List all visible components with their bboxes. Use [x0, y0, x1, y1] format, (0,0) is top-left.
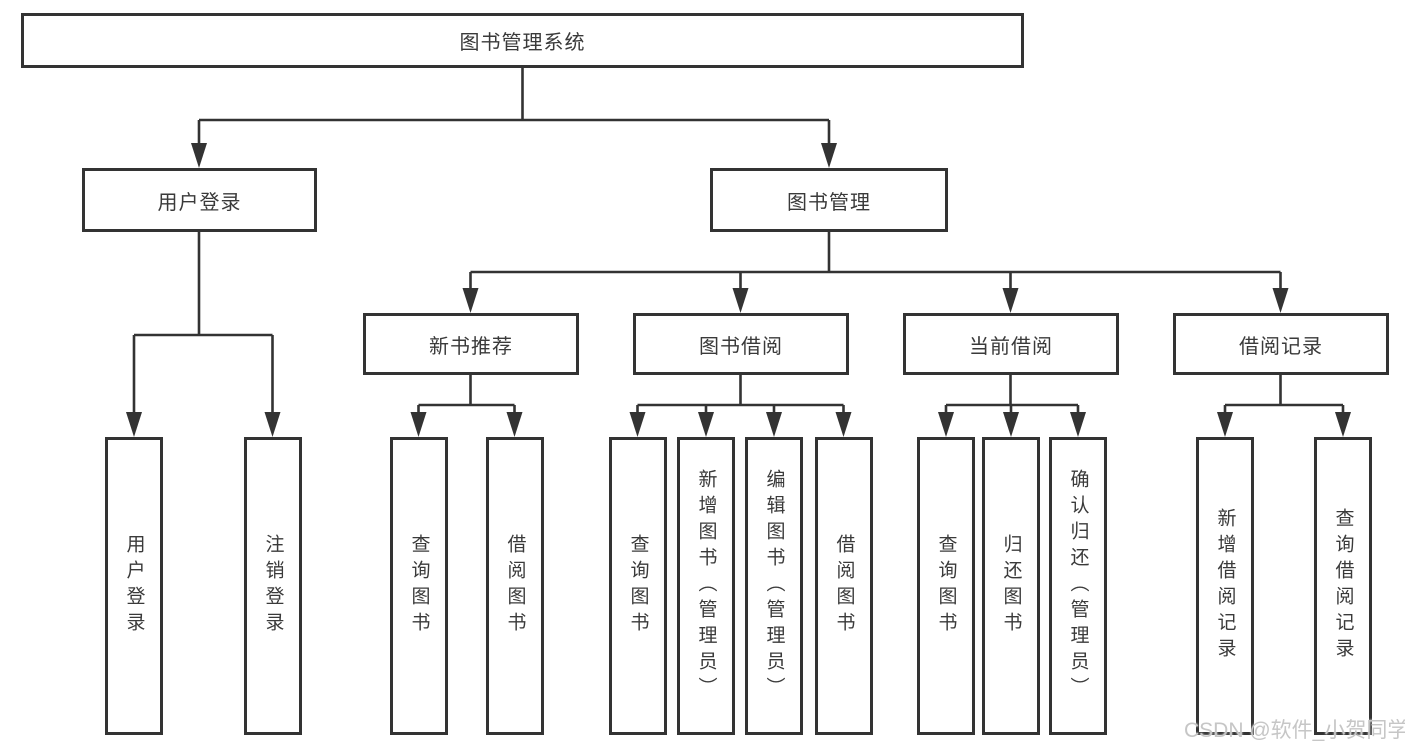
node-library-management-system: 图书管理系统 [21, 13, 1024, 68]
node-label: 查询图书 [935, 534, 957, 638]
arrowhead [766, 412, 782, 437]
node-current-borrowing: 当前借阅 [903, 313, 1119, 375]
arrowhead [698, 412, 714, 437]
arrowhead [1335, 412, 1351, 437]
connector-user-login-branch [132, 232, 274, 413]
arrowhead [1003, 412, 1019, 437]
leaf-borrowing-edit-books-admin: 编辑图书（管理员） [745, 437, 803, 735]
node-label: 编辑图书（管理员） [763, 469, 785, 703]
node-label: 新增借阅记录 [1214, 508, 1236, 664]
node-label: 注销登录 [262, 534, 284, 638]
leaf-borrowing-borrow-books: 借阅图书 [815, 437, 873, 735]
node-label: 借阅图书 [833, 534, 855, 638]
node-label: 用户登录 [157, 191, 242, 214]
leaf-newbook-query-books: 查询图书 [390, 437, 448, 735]
arrowhead [835, 412, 852, 437]
leaf-current-return-books: 归还图书 [982, 437, 1040, 735]
node-label: 图书管理 [787, 191, 871, 214]
leaf-logout-login: 注销登录 [244, 437, 302, 735]
leaf-user-login: 用户登录 [105, 437, 163, 735]
arrowhead [1217, 412, 1233, 437]
arrowhead [629, 412, 646, 437]
node-label: 查询图书 [627, 534, 649, 638]
connector-current-borrowing-branch [944, 375, 1080, 413]
connector-book-management-branch [469, 232, 1282, 289]
arrowhead [1002, 288, 1019, 313]
arrowhead [410, 412, 427, 437]
node-user-login: 用户登录 [82, 168, 317, 232]
arrowhead [732, 288, 749, 313]
leaf-borrowing-add-books-admin: 新增图书（管理员） [677, 437, 735, 735]
node-label: 当前借阅 [969, 335, 1053, 358]
leaf-records-query-borrow-record: 查询借阅记录 [1314, 437, 1372, 735]
node-borrowing-records: 借阅记录 [1173, 313, 1389, 375]
connector-root-branch [197, 68, 831, 144]
node-label: 查询借阅记录 [1332, 508, 1354, 664]
node-label: 借阅图书 [504, 534, 526, 638]
arrowhead [821, 143, 837, 168]
arrowhead [462, 288, 479, 313]
connector-new-book-branch [417, 375, 516, 413]
leaf-current-confirm-return-admin: 确认归还（管理员） [1049, 437, 1107, 735]
leaf-borrowing-query-books: 查询图书 [609, 437, 667, 735]
node-label: 确认归还（管理员） [1067, 469, 1089, 703]
node-book-management: 图书管理 [710, 168, 948, 232]
leaf-newbook-borrow-books: 借阅图书 [486, 437, 544, 735]
arrowhead [126, 412, 142, 437]
connector-borrowing-records-branch [1223, 375, 1345, 413]
node-new-book-recommendation: 新书推荐 [363, 313, 579, 375]
leaf-current-query-books: 查询图书 [917, 437, 975, 735]
node-book-borrowing: 图书借阅 [633, 313, 849, 375]
connector-book-borrowing-branch [636, 375, 845, 413]
arrowhead [264, 412, 281, 437]
leaf-records-add-borrow-record: 新增借阅记录 [1196, 437, 1254, 735]
node-label: 图书管理系统 [459, 32, 586, 54]
node-label: 新书推荐 [429, 335, 513, 358]
node-label: 归还图书 [1000, 534, 1022, 638]
arrowhead [191, 143, 207, 168]
node-label: 图书借阅 [699, 335, 783, 358]
node-label: 新增图书（管理员） [695, 469, 717, 703]
node-label: 借阅记录 [1239, 335, 1323, 358]
node-label: 查询图书 [408, 534, 430, 638]
arrowhead [938, 412, 954, 437]
arrowhead [1272, 288, 1289, 313]
arrowhead [506, 412, 523, 437]
node-label: 用户登录 [123, 534, 145, 638]
arrowhead [1070, 412, 1086, 437]
csdn-watermark: CSDN @软件_小贺同学 [1184, 719, 1405, 742]
